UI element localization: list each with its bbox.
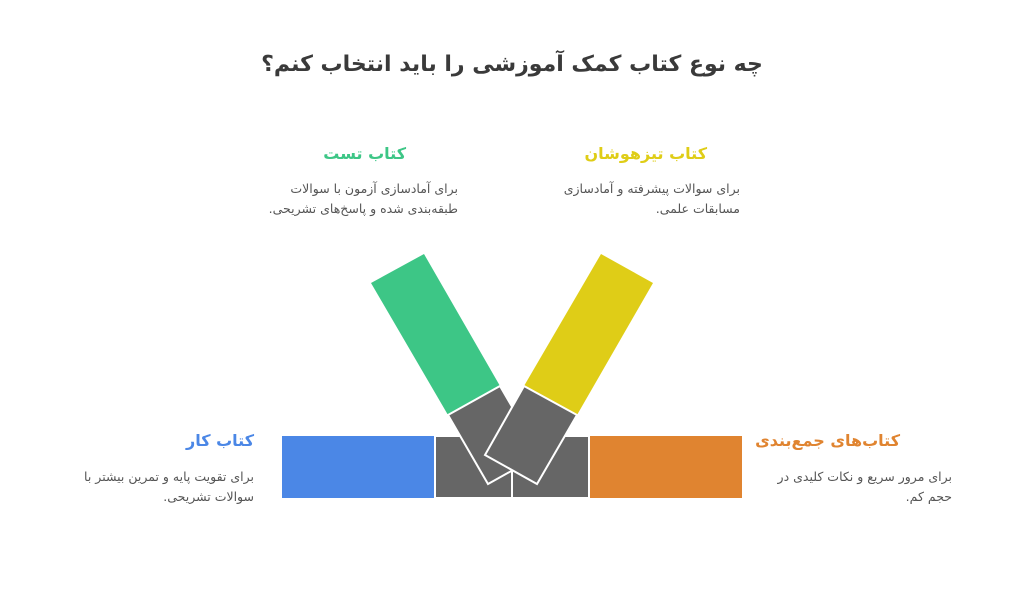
bar-test-green xyxy=(371,254,500,415)
card-desc-work-line2: سوالات تشریحی. xyxy=(163,489,254,504)
bar-work-blue xyxy=(282,436,435,498)
card-desc-summary: برای مرور سریع و نکات کلیدی در حجم کم. xyxy=(748,467,952,507)
card-title-summary: کتاب‌های جمع‌بندی xyxy=(755,431,900,450)
card-desc-test-line2: طبقه‌بندی شده و پاسخ‌های تشریحی. xyxy=(268,201,458,216)
card-desc-work-line1: برای تقویت پایه و تمرین بیشتر با xyxy=(84,469,254,484)
card-desc-gifted: برای سوالات پیشرفته و آمادسازی مسابقات ع… xyxy=(520,179,740,219)
page-title: چه نوع کتاب کمک آموزشی را باید انتخاب کن… xyxy=(261,52,763,77)
card-desc-work: برای تقویت پایه و تمرین بیشتر با سوالات … xyxy=(40,467,254,507)
card-desc-test-line1: برای آمادسازی آزمون با سوالات xyxy=(290,181,458,196)
bar-gifted-yellow xyxy=(524,254,653,415)
card-title-work: کتاب کار xyxy=(185,431,254,450)
card-desc-gifted-line1: برای سوالات پیشرفته و آمادسازی xyxy=(563,181,740,196)
card-title-test: کتاب تست xyxy=(323,144,406,163)
card-desc-summary-line2: حجم کم. xyxy=(905,489,952,504)
card-desc-summary-line1: برای مرور سریع و نکات کلیدی در xyxy=(777,469,952,484)
card-desc-gifted-line2: مسابقات علمی. xyxy=(655,201,740,216)
knot-piece-yellow xyxy=(483,384,579,486)
card-title-gifted: کتاب تیزهوشان xyxy=(584,144,707,163)
card-desc-test: برای آمادسازی آزمون با سوالات طبقه‌بندی … xyxy=(240,179,458,219)
bar-summary-orange xyxy=(589,436,742,498)
